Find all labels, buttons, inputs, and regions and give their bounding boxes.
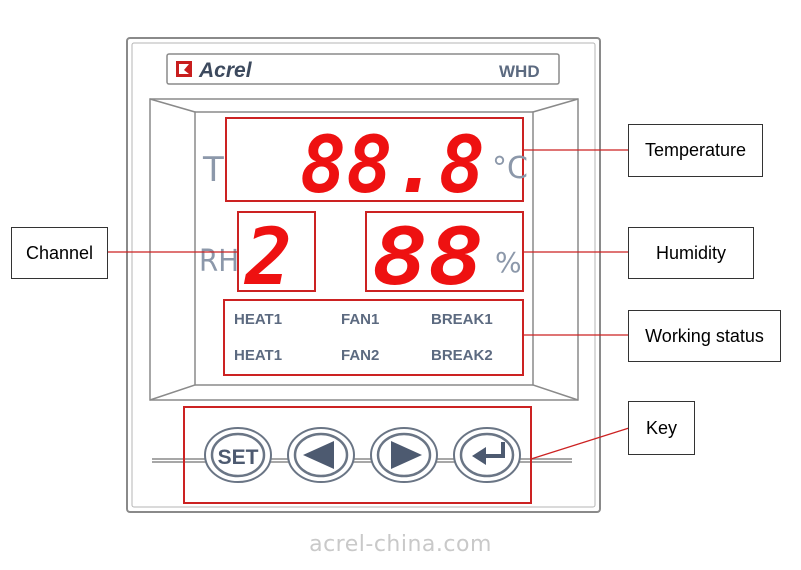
- working-status-panel: [223, 299, 524, 376]
- enter-key[interactable]: [453, 427, 521, 483]
- status-fan2: FAN2: [341, 347, 379, 364]
- working-status-callout: Working status: [628, 310, 781, 362]
- device-frame-inner: [131, 42, 596, 508]
- callout-lines: [107, 149, 630, 460]
- status-break2: BREAK2: [431, 347, 493, 364]
- right-arrow-icon: [391, 441, 422, 469]
- humidity-unit: %: [495, 246, 522, 279]
- model-name: WHD: [499, 62, 540, 81]
- acrel-logo-icon: [176, 61, 192, 77]
- left-arrow-icon: [303, 441, 334, 469]
- key-callout: Key: [628, 401, 695, 455]
- humidity-label: RH: [199, 244, 239, 279]
- key-panel: [183, 406, 532, 504]
- set-key[interactable]: SET: [204, 427, 272, 483]
- channel-display: [237, 211, 316, 292]
- status-heat1-top: HEAT1: [234, 311, 282, 328]
- right-key[interactable]: [370, 427, 438, 483]
- channel-value: 2: [243, 213, 292, 303]
- key-callout-line: [530, 427, 630, 460]
- device-frame: [126, 37, 601, 513]
- channel-callout: Channel: [11, 227, 108, 279]
- status-fan1: FAN1: [341, 311, 379, 328]
- brand-name: Acrel: [198, 59, 253, 82]
- humidity-value: 88: [372, 213, 484, 303]
- humidity-callout: Humidity: [628, 227, 754, 279]
- temperature-label: T: [202, 150, 224, 190]
- left-key[interactable]: [287, 427, 355, 483]
- status-heat1-bottom: HEAT1: [234, 347, 282, 364]
- temperature-callout: Temperature: [628, 124, 763, 177]
- temperature-unit: °C: [492, 151, 528, 186]
- set-key-label: SET: [218, 446, 259, 469]
- temperature-display: [225, 117, 524, 202]
- enter-return-icon: [472, 442, 505, 465]
- status-break1: BREAK1: [431, 311, 493, 328]
- watermark: acrel-china.com: [309, 532, 492, 557]
- display-bezel: [149, 98, 579, 401]
- brand-plate: [166, 53, 560, 85]
- temperature-value: 88.8: [300, 121, 485, 211]
